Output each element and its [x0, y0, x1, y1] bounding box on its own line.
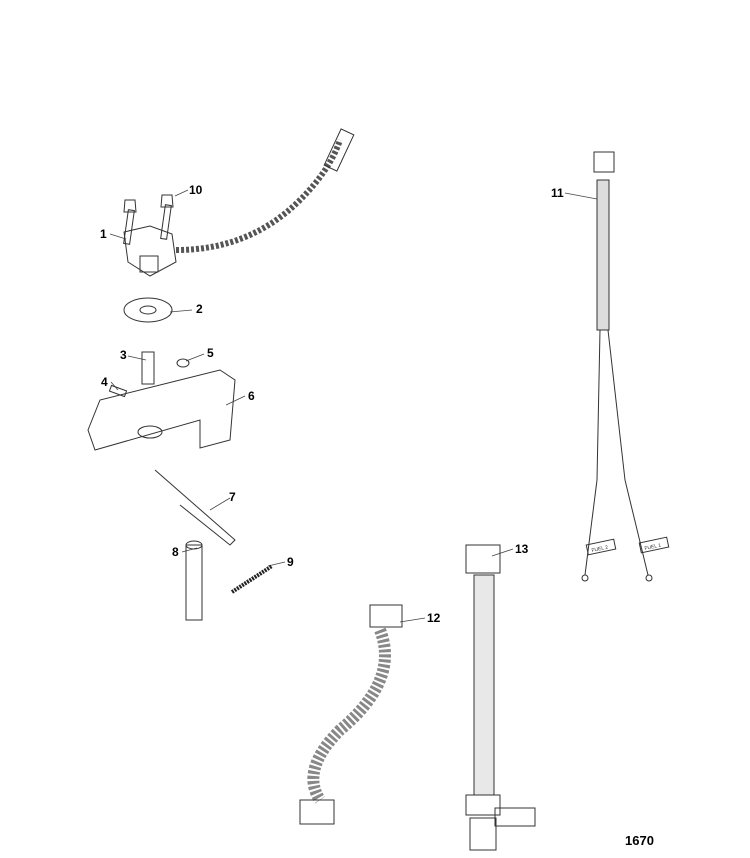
callout-2: 2 [196, 302, 203, 316]
tag-fuel-1: FUEL 1 [644, 543, 662, 552]
screw-4 [108, 384, 128, 398]
leader-lines [109, 189, 598, 623]
screw-10-b [160, 194, 174, 240]
bracket-hole [137, 425, 163, 439]
bracket-6 [87, 369, 236, 451]
callout-5: 5 [207, 346, 214, 360]
screw-10-a [123, 199, 137, 245]
tag-fuel-2: FUEL 2 [591, 545, 609, 554]
figure-number: 1670 [625, 833, 654, 848]
switch-3 [141, 351, 155, 385]
harness-13 [465, 544, 536, 851]
callout-13: 13 [515, 542, 529, 556]
callout-11: 11 [551, 186, 564, 200]
harness-12 [299, 604, 403, 825]
callout-1: 1 [100, 227, 107, 241]
callout-8: 8 [172, 545, 179, 559]
callout-7: 7 [229, 490, 236, 504]
callout-4: 4 [101, 375, 108, 389]
clip-7 [154, 469, 236, 546]
callout-3: 3 [120, 348, 127, 362]
callout-6: 6 [248, 389, 255, 403]
sensor-1 [123, 128, 355, 277]
grommet-2 [123, 297, 173, 323]
callout-12: 12 [427, 611, 441, 625]
harness-11: FUEL 2 FUEL 1 [581, 151, 670, 582]
sleeve-8 [185, 540, 203, 621]
tie-strap-9 [230, 564, 274, 594]
nut-5 [176, 358, 190, 368]
callout-9: 9 [287, 555, 294, 569]
callout-10: 10 [189, 183, 203, 197]
